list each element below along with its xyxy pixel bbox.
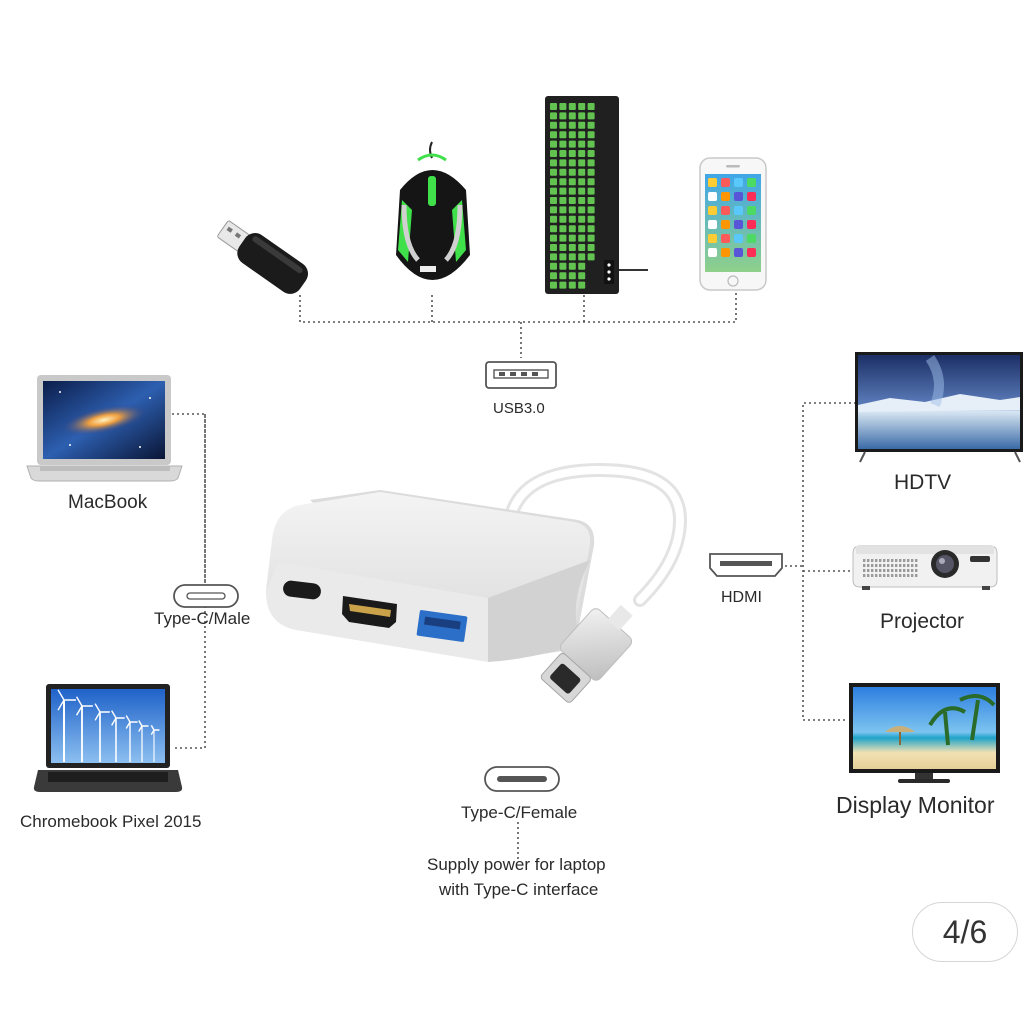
typec-male-label: Type-C/Male [154,609,250,628]
chromebook-laptop-icon [34,684,182,792]
gaming-mouse-icon [396,142,470,280]
usb-c-hub-icon [266,470,680,708]
smartphone-icon [700,158,766,290]
macbook-label: MacBook [68,492,148,513]
projector-icon [853,546,997,590]
macbook-laptop-icon [27,375,182,481]
backlit-keyboard-icon [545,96,648,294]
monitor-icon [849,683,1000,783]
hdtv-label: HDTV [894,471,951,494]
hdmi-label: HDMI [721,589,762,606]
gallery-page-counter[interactable]: 4/6 [912,902,1018,962]
display-monitor-label: Display Monitor [836,792,995,818]
projector-label: Projector [880,610,964,633]
page-counter-text: 4/6 [943,914,987,951]
supply-label-line1: Supply power for laptop [427,855,606,874]
supply-label-line2: with Type-C interface [438,880,598,899]
usb-flash-drive-icon [213,215,313,299]
typec-female-label: Type-C/Female [461,803,577,822]
chromebook-label: Chromebook Pixel 2015 [20,812,201,831]
usb-port-icon [486,362,556,388]
tv-icon [855,352,1023,462]
usb-label: USB3.0 [493,400,545,417]
